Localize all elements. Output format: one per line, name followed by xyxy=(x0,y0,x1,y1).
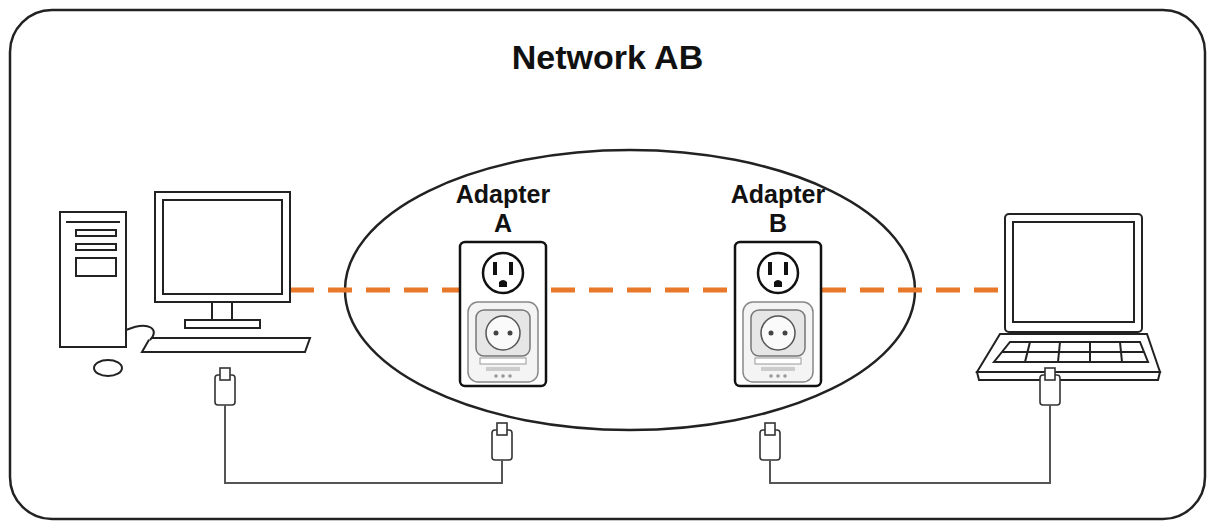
adapter-node: Adapter B xyxy=(718,180,838,388)
powerline-adapter xyxy=(733,240,823,388)
network-link xyxy=(290,288,460,293)
adapter-label: Adapter A xyxy=(448,180,558,238)
desktop-computer xyxy=(60,192,310,376)
laptop-computer xyxy=(977,214,1160,380)
power-wire xyxy=(770,405,1050,483)
power-plugs xyxy=(215,368,1060,460)
powerline-adapter xyxy=(458,240,548,388)
outer-frame xyxy=(10,10,1205,519)
power-wire xyxy=(225,405,502,483)
diagram-title: Network AB xyxy=(0,38,1215,77)
network-connector xyxy=(551,288,730,293)
network-link xyxy=(822,288,1003,293)
adapter-label: Adapter B xyxy=(723,180,833,238)
adapter-node: Adapter A xyxy=(443,180,563,388)
